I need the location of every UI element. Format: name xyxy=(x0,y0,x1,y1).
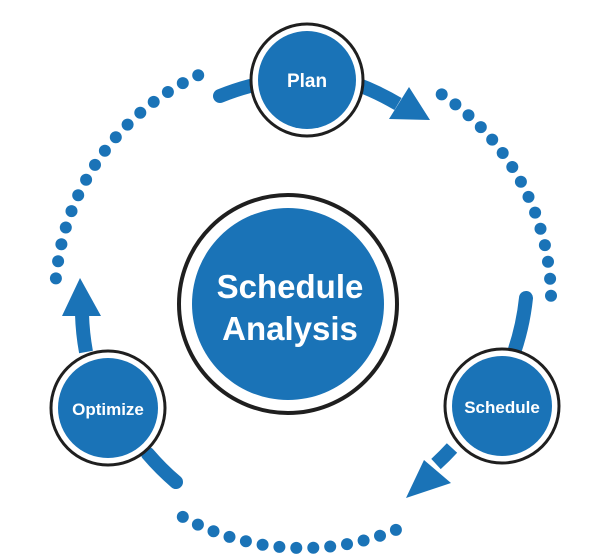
arc-optimize-bottom xyxy=(141,447,183,489)
connector-dot xyxy=(72,189,85,202)
connector-dot xyxy=(506,161,519,173)
connector-dot xyxy=(534,222,547,235)
connector-dot xyxy=(514,175,527,188)
arc-optimize-top xyxy=(75,313,93,354)
connector-dot xyxy=(89,158,101,171)
connector-dot xyxy=(538,239,551,252)
connector-dot xyxy=(191,518,204,531)
arrow-right-icon xyxy=(389,87,430,120)
plan-node: Plan xyxy=(249,22,365,138)
connector-dot xyxy=(545,289,557,302)
connector-dot xyxy=(542,255,554,268)
connector-dot xyxy=(256,538,269,551)
connector-dot xyxy=(462,109,475,122)
arc-schedule-bottom xyxy=(431,443,458,470)
optimize-label: Optimize xyxy=(72,400,144,419)
connector-dot xyxy=(522,190,535,203)
plan-label: Plan xyxy=(287,71,327,92)
connector-dot xyxy=(176,77,189,90)
connector-dot xyxy=(52,255,65,268)
connector-dot xyxy=(374,529,386,542)
arc-plan-left xyxy=(213,79,257,103)
connector-dot xyxy=(290,541,303,554)
connector-dot xyxy=(496,147,509,159)
connector-dot xyxy=(324,540,337,553)
connector-dot xyxy=(161,86,174,98)
connector-dot xyxy=(134,106,147,119)
arrow-down-left-icon xyxy=(406,460,451,498)
connector-dot xyxy=(223,530,236,543)
connector-dot xyxy=(80,173,93,186)
center-title-line2: Analysis xyxy=(222,310,358,347)
connector-dot xyxy=(544,272,557,285)
connector-dot xyxy=(98,144,111,157)
connector-dot xyxy=(273,540,286,553)
connector-dot xyxy=(239,535,252,548)
connector-dot xyxy=(341,538,353,551)
connector-dot xyxy=(435,88,448,101)
connector-dot xyxy=(529,206,542,219)
connector-dot xyxy=(176,510,189,523)
schedule-node: Schedule xyxy=(443,347,561,465)
connector-dot xyxy=(147,95,160,108)
connector-dot xyxy=(55,238,68,251)
schedule-label: Schedule xyxy=(464,398,540,417)
connector-dot xyxy=(357,534,370,547)
arrow-up-icon xyxy=(62,278,101,316)
connector-dot xyxy=(49,272,62,285)
connector-dot xyxy=(59,221,72,234)
optimize-node: Optimize xyxy=(49,349,167,467)
connector-dot xyxy=(389,523,402,536)
connector-dot xyxy=(307,541,320,554)
connector-dot xyxy=(121,118,134,131)
connector-dot xyxy=(207,525,220,538)
connector-dot xyxy=(486,133,499,146)
center-title-line1: Schedule xyxy=(217,268,364,305)
dotted-connectors xyxy=(49,69,557,554)
center-node: Schedule Analysis xyxy=(177,193,399,415)
connector-dot xyxy=(449,98,462,111)
connector-dot xyxy=(192,69,205,82)
connector-dot xyxy=(65,205,78,218)
connector-dot xyxy=(109,131,122,144)
connector-dot xyxy=(474,121,487,134)
